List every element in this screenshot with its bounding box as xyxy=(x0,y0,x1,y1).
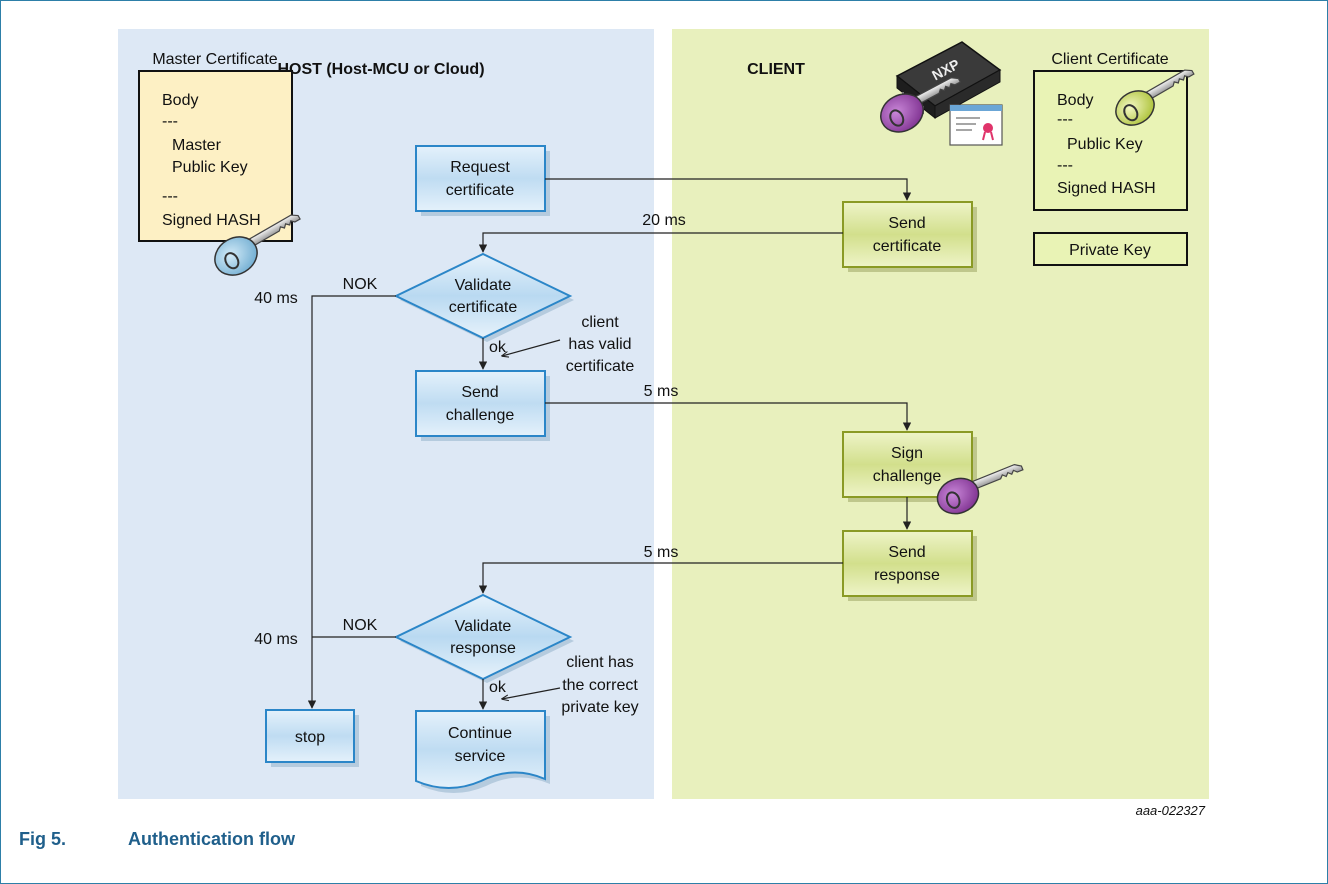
figure-number: Fig 5. xyxy=(19,829,67,849)
continue-service-line-1: Continue xyxy=(448,725,512,742)
client-cert-line-2: --- xyxy=(1057,111,1073,128)
note-private-key-line-1: client has xyxy=(566,654,634,671)
timing-send-response: 5 ms xyxy=(644,544,679,561)
ok-label-certificate: ok xyxy=(489,339,507,356)
send-challenge-box: Send challenge xyxy=(415,370,550,441)
private-key-icon xyxy=(936,463,1024,515)
send-certificate-box: Send certificate xyxy=(842,201,977,272)
sign-challenge-line-2: challenge xyxy=(873,468,942,485)
master-cert-line-1: Body xyxy=(162,92,198,109)
stop-label: stop xyxy=(295,729,325,746)
sign-challenge-line-1: Sign xyxy=(891,445,923,462)
note-valid-certificate-line-2: has valid xyxy=(568,336,631,353)
send-response-box: Send response xyxy=(842,530,977,601)
client-certificate-label: Client Certificate xyxy=(1051,51,1168,68)
ok-label-response: ok xyxy=(489,679,507,696)
send-challenge-line-2: challenge xyxy=(446,407,515,424)
send-response-line-1: Send xyxy=(888,544,925,561)
validate-response-diamond: Validate response xyxy=(393,593,574,683)
nok-label-certificate: NOK xyxy=(343,276,378,293)
client-key-icon xyxy=(880,77,962,133)
private-key-label: Private Key xyxy=(1069,242,1151,259)
master-key-icon xyxy=(214,214,301,276)
request-certificate-line-2: certificate xyxy=(446,182,515,199)
note-valid-certificate-line-1: client xyxy=(581,314,619,331)
private-key-box xyxy=(1033,232,1188,266)
client-public-key-icon xyxy=(1115,69,1195,126)
timing-send-certificate: 20 ms xyxy=(642,212,686,229)
client-cert-line-3: Public Key xyxy=(1067,136,1143,153)
client-title: CLIENT xyxy=(747,61,805,78)
client-cert-line-1: Body xyxy=(1057,92,1093,109)
host-title: HOST (Host-MCU or Cloud) xyxy=(277,61,484,78)
send-challenge-line-1: Send xyxy=(461,384,498,401)
timing-send-challenge: 5 ms xyxy=(644,383,679,400)
master-certificate-label: Master Certificate xyxy=(152,51,277,68)
timing-nok-response: 40 ms xyxy=(254,631,298,648)
master-cert-line-2: --- xyxy=(162,113,178,130)
client-certificate-document-icon xyxy=(949,104,1003,146)
master-cert-line-5: --- xyxy=(162,188,178,205)
validate-response-line-1: Validate xyxy=(455,618,512,635)
note-valid-certificate-line-3: certificate xyxy=(566,358,635,375)
send-certificate-line-2: certificate xyxy=(873,238,942,255)
note-private-key-line-3: private key xyxy=(561,699,638,716)
figure-title: Authentication flow xyxy=(128,829,295,849)
validate-response-line-2: response xyxy=(450,640,516,657)
client-cert-line-4: --- xyxy=(1057,157,1073,174)
validate-certificate-diamond: Validate certificate xyxy=(393,252,574,342)
continue-service-document: Continue service xyxy=(415,710,550,793)
send-response-line-2: response xyxy=(874,567,940,584)
master-cert-line-3: Master xyxy=(172,137,222,154)
stop-box: stop xyxy=(265,709,359,767)
request-certificate-box: Request certificate xyxy=(415,145,550,216)
figure-code: aaa-022327 xyxy=(1136,803,1206,818)
client-certificate-box xyxy=(1033,70,1188,211)
client-cert-line-5: Signed HASH xyxy=(1057,180,1156,197)
master-cert-line-4: Public Key xyxy=(172,159,248,176)
continue-service-line-2: service xyxy=(455,748,506,765)
request-certificate-line-1: Request xyxy=(450,159,510,176)
master-certificate-box xyxy=(138,70,293,242)
send-certificate-line-1: Send xyxy=(888,215,925,232)
timing-nok-certificate: 40 ms xyxy=(254,290,298,307)
master-cert-line-6: Signed HASH xyxy=(162,212,261,229)
flow-connectors xyxy=(307,178,912,710)
nok-label-response: NOK xyxy=(343,617,378,634)
note-private-key-line-2: the correct xyxy=(562,677,638,694)
validate-certificate-line-2: certificate xyxy=(449,299,518,316)
validate-certificate-line-1: Validate xyxy=(455,277,512,294)
